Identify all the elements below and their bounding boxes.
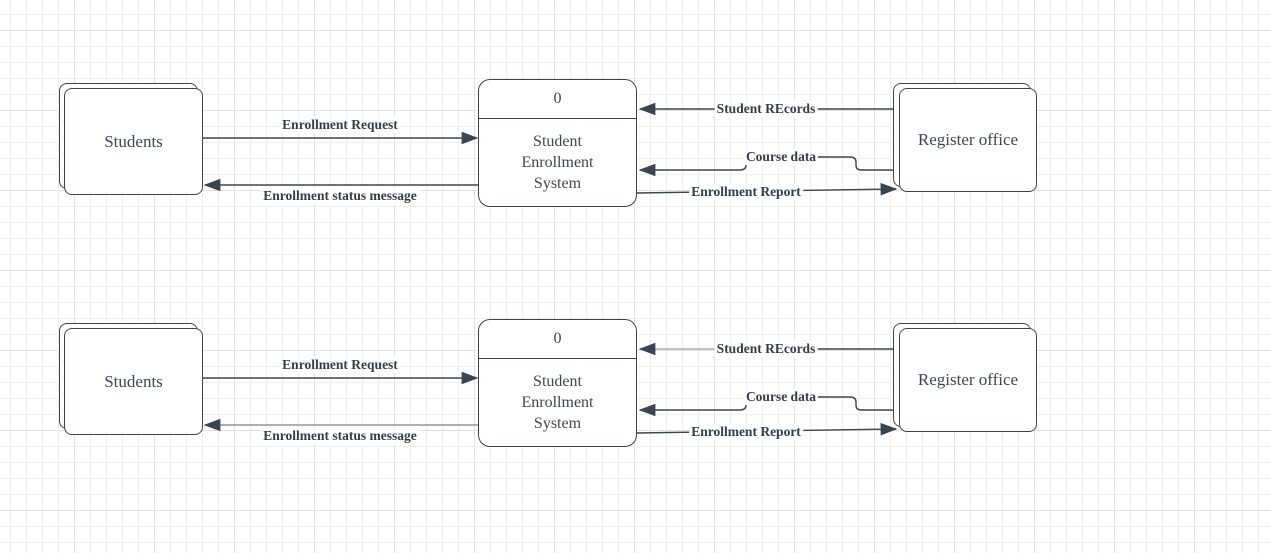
course-data-label[interactable]: Course data	[743, 389, 819, 405]
process-number: 0	[479, 80, 636, 119]
student-records-label[interactable]: Student REcords	[714, 101, 818, 117]
students-entity-label: Students	[104, 371, 163, 391]
enrollment-report-label[interactable]: Enrollment Report	[689, 424, 803, 440]
enrollment-request-label[interactable]: Enrollment Request	[280, 357, 400, 373]
enrollment-request-label[interactable]: Enrollment Request	[280, 117, 400, 133]
process-name: Student Enrollment System	[521, 133, 594, 192]
register-office-entity[interactable]: Register office	[899, 88, 1037, 192]
students-entity[interactable]: Students	[64, 88, 203, 195]
students-entity[interactable]: Students	[64, 328, 203, 435]
register-office-entity-label: Register office	[917, 370, 1019, 389]
enrollment-report-label[interactable]: Enrollment Report	[689, 184, 803, 200]
enrollment-system-process[interactable]: 0 Student Enrollment System	[478, 319, 637, 447]
enrollment-status-label[interactable]: Enrollment status message	[261, 188, 419, 204]
process-number: 0	[479, 320, 636, 359]
students-entity-label: Students	[104, 131, 163, 151]
enrollment-status-label[interactable]: Enrollment status message	[261, 428, 419, 444]
register-office-entity-label: Register office	[917, 130, 1019, 149]
course-data-label[interactable]: Course data	[743, 149, 819, 165]
register-office-entity[interactable]: Register office	[899, 328, 1037, 432]
student-records-label[interactable]: Student REcords	[714, 341, 818, 357]
enrollment-system-process[interactable]: 0 Student Enrollment System	[478, 79, 637, 207]
process-name: Student Enrollment System	[521, 373, 594, 432]
